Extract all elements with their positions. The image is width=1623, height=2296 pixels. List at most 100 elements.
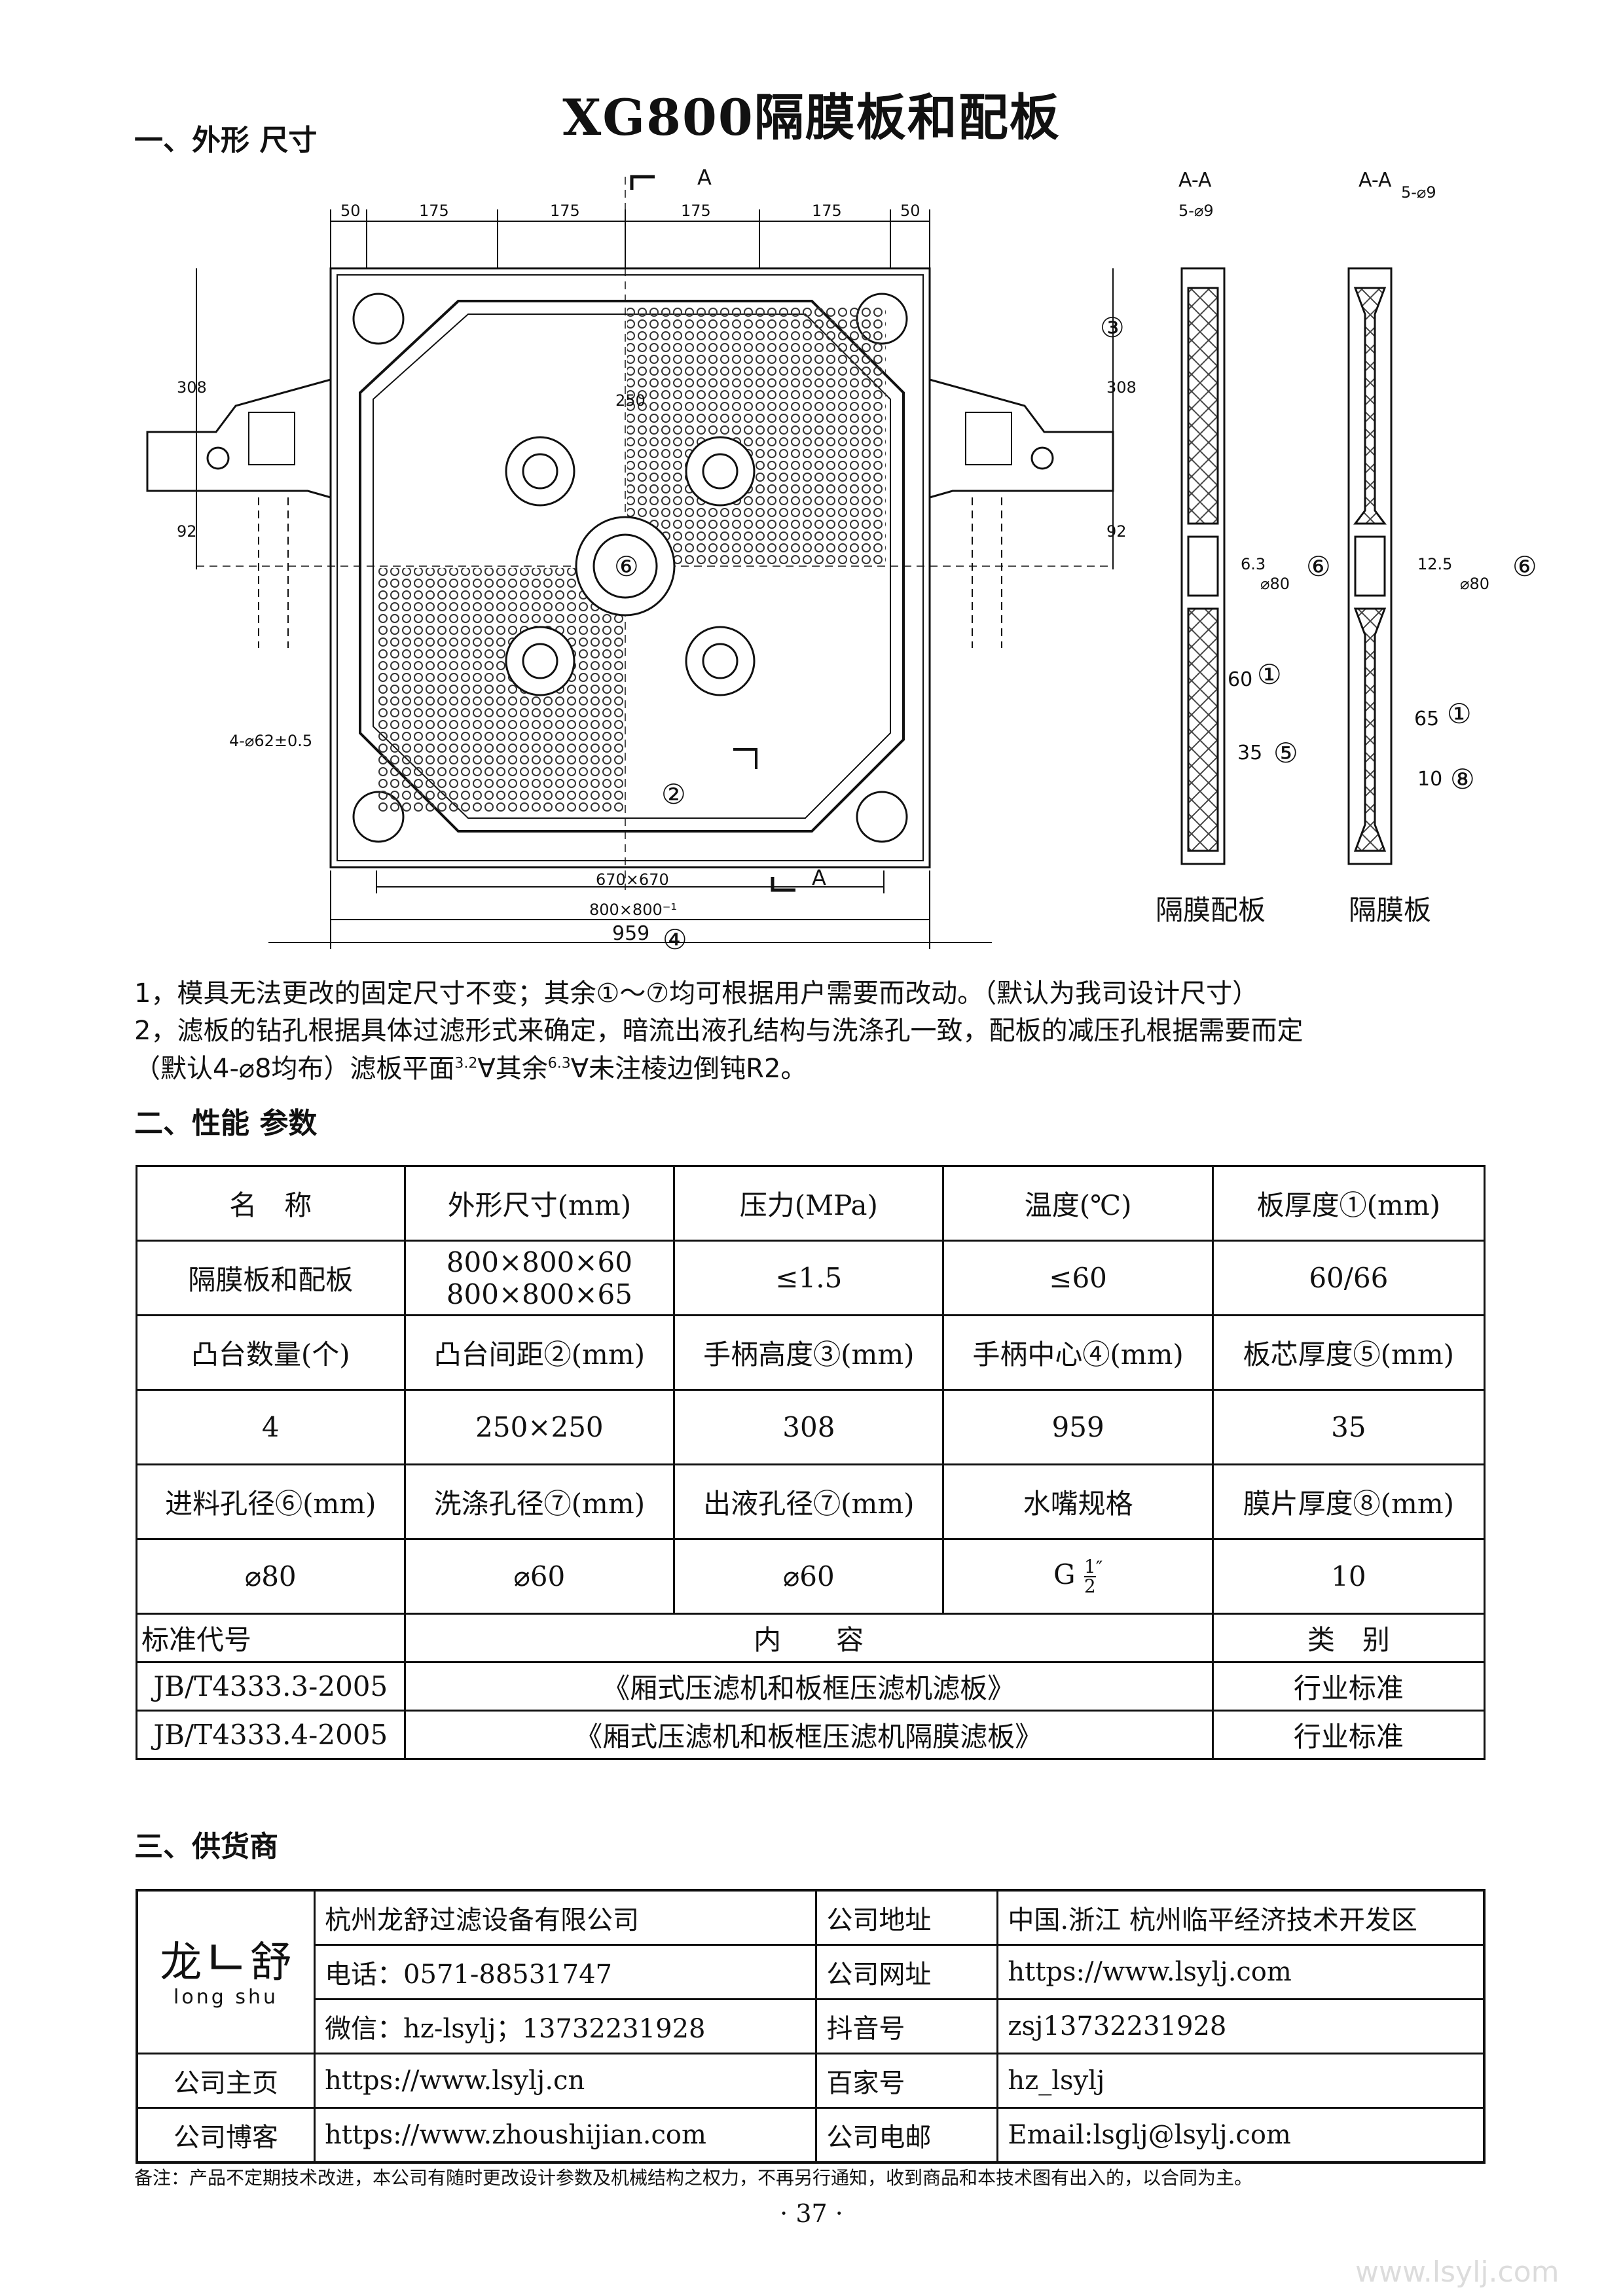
cell-boss-spacing: 250×250 <box>403 1389 676 1465</box>
company-name: 杭州龙舒过滤设备有限公司 <box>314 1889 818 1946</box>
section-aa-left: A-A <box>1178 169 1212 192</box>
cell-handle-center: 959 <box>942 1389 1214 1465</box>
th-film-thickness: 膜片厚度⑧(mm) <box>1211 1463 1486 1540</box>
side-35: 35 <box>1237 742 1262 764</box>
dim-top-4: 175 <box>681 202 711 220</box>
watermark: www.lsylj.com <box>1355 2255 1559 2289</box>
section-aa-right: A-A <box>1359 169 1392 192</box>
supplier-table: 龙ㄴ舒 long shu 杭州龙舒过滤设备有限公司 公司地址 中国.浙江 杭州临… <box>136 1889 1486 2164</box>
std-type-1: 行业标准 <box>1211 1661 1486 1712</box>
std-type-2: 行业标准 <box>1211 1710 1486 1760</box>
th-boss-spacing: 凸台间距②(mm) <box>403 1314 676 1391</box>
side-10: 10 <box>1417 768 1442 791</box>
technical-drawing: 50 175 175 175 175 50 308 308 92 92 250 … <box>146 165 1537 956</box>
baijia-value: hz_lsylj <box>996 2053 1486 2109</box>
mark-8: ⑧ <box>1450 763 1475 795</box>
note-line-1: 1，模具无法更改的固定尺寸不变；其余①～⑦均可根据用户需要而改动。（默认为我司设… <box>134 978 1259 1009</box>
th-nozzle: 水嘴规格 <box>942 1463 1214 1540</box>
dim-92-right: 92 <box>1106 522 1127 541</box>
section-label-top: A <box>697 165 712 190</box>
th-core-thickness: 板芯厚度⑤(mm) <box>1211 1314 1486 1391</box>
dim-308-right: 308 <box>1106 378 1137 397</box>
th-handle-height: 手柄高度③(mm) <box>673 1314 945 1391</box>
cell-thickness: 60/66 <box>1211 1240 1486 1316</box>
email-link[interactable]: Email:lsglj@lsylj.com <box>996 2107 1486 2164</box>
dim-top-1: 50 <box>340 202 361 220</box>
section-heading-performance: 二、性能 参数 <box>134 1107 318 1140</box>
cell-temp: ≤60 <box>942 1240 1214 1316</box>
mark-2: ② <box>661 778 686 810</box>
wechat: 微信：hz-lsylj；13732231928 <box>314 1998 818 2054</box>
th-thickness: 板厚度①(mm) <box>1211 1165 1486 1242</box>
dim-top-3: 175 <box>550 202 580 220</box>
side-5-9-right: 5-⌀9 <box>1401 183 1436 202</box>
roughness-icon: ∀ <box>477 1054 496 1084</box>
side-6-3: 6.3 <box>1241 555 1266 573</box>
douyin-value: zsj13732231928 <box>996 1998 1486 2054</box>
cell-feed-hole: ⌀80 <box>136 1538 406 1615</box>
section-heading-supplier: 三、供货商 <box>134 1830 278 1863</box>
note-line-2: 2，滤板的钻孔根据具体过滤形式来确定，暗流出液孔结构与洗涤孔一致，配板的减压孔根… <box>134 1016 1304 1046</box>
page-number: · 37 · <box>780 2199 843 2228</box>
section-label-bottom: A <box>812 865 826 890</box>
cell-wash-hole: ⌀60 <box>403 1538 676 1615</box>
note-line-3-a: （默认4-⌀8均布）滤板平面 <box>134 1054 455 1084</box>
th-wash-hole: 洗涤孔径⑦(mm) <box>403 1463 676 1540</box>
mark-4: ④ <box>663 924 687 956</box>
cell-core-thickness: 35 <box>1211 1389 1486 1465</box>
cell-boss-count: 4 <box>136 1389 406 1465</box>
page-title: XG800隔膜板和配板 <box>562 88 1061 147</box>
note-line-3: （默认4-⌀8均布）滤板平面3.2∀其余6.3∀未注棱边倒钝R2。 <box>134 1047 807 1085</box>
th-pressure: 压力(MPa) <box>673 1165 945 1242</box>
dim-959: 959 <box>612 922 649 945</box>
baijia-label: 百家号 <box>815 2053 999 2109</box>
phone: 电话：0571-88531747 <box>314 1944 818 2000</box>
dim-670: 670×670 <box>596 870 669 889</box>
douyin-label: 抖音号 <box>815 1998 999 2054</box>
th-boss-count: 凸台数量(个) <box>136 1314 406 1391</box>
mark-6-right: ⑥ <box>1512 550 1537 583</box>
dim-800: 800×800⁻¹ <box>589 901 677 919</box>
th-feed-hole: 进料孔径⑥(mm) <box>136 1463 406 1540</box>
cell-name: 隔膜板和配板 <box>136 1240 406 1316</box>
roughness-icon: ∀ <box>570 1054 589 1084</box>
th-std-code: 标准代号 <box>136 1613 406 1663</box>
homepage-link[interactable]: https://www.lsylj.cn <box>314 2053 818 2109</box>
side-65: 65 <box>1414 708 1439 730</box>
cell-pressure: ≤1.5 <box>673 1240 945 1316</box>
std-content-2: 《厢式压滤机和板框压滤机隔膜滤板》 <box>403 1710 1214 1760</box>
performance-table: 名 称 外形尺寸(mm) 压力(MPa) 温度(℃) 板厚度①(mm) 隔膜板和… <box>136 1165 1486 1760</box>
website-label: 公司网址 <box>815 1944 999 2000</box>
side-5-9-left: 5-⌀9 <box>1178 202 1214 220</box>
th-outlet-hole: 出液孔径⑦(mm) <box>673 1463 945 1540</box>
dim-250: 250 <box>615 391 646 410</box>
side-80-left: ⌀80 <box>1260 575 1290 593</box>
address-label: 公司地址 <box>815 1889 999 1946</box>
blog-label: 公司博客 <box>136 2107 316 2164</box>
label-membrane-plate: 隔膜板 <box>1349 894 1431 926</box>
footer-note: 备注：产品不定期技术改进，本公司有随时更改设计参数及机械结构之权力，不再另行通知… <box>134 2167 1253 2189</box>
dim-308-left: 308 <box>177 378 207 397</box>
website-link[interactable]: https://www.lsylj.com <box>996 1944 1486 2000</box>
th-temp: 温度(℃) <box>942 1165 1214 1242</box>
dim-top-5: 175 <box>812 202 842 220</box>
mark-5: ⑤ <box>1273 737 1298 769</box>
cell-outlet-hole: ⌀60 <box>673 1538 945 1615</box>
cell-film-thickness: 10 <box>1211 1538 1486 1615</box>
cell-handle-height: 308 <box>673 1389 945 1465</box>
th-handle-center: 手柄中心④(mm) <box>942 1314 1214 1391</box>
mark-6-mid: ⑥ <box>1306 550 1331 583</box>
note-line-3-b: 其余 <box>495 1054 548 1084</box>
address-value: 中国.浙江 杭州临平经济技术开发区 <box>996 1889 1486 1946</box>
dim-top-6: 50 <box>900 202 921 220</box>
mark-3: ③ <box>1100 312 1125 344</box>
blog-link[interactable]: https://www.zhoushijian.com <box>314 2107 818 2164</box>
mark-6-center: ⑥ <box>614 550 639 583</box>
homepage-label: 公司主页 <box>136 2053 316 2109</box>
roughness-3-2: 3.2 <box>454 1055 478 1072</box>
std-code-2: JB/T4333.4-2005 <box>136 1710 406 1760</box>
th-size: 外形尺寸(mm) <box>403 1165 676 1242</box>
dim-holes: 4-⌀62±0.5 <box>229 732 312 750</box>
